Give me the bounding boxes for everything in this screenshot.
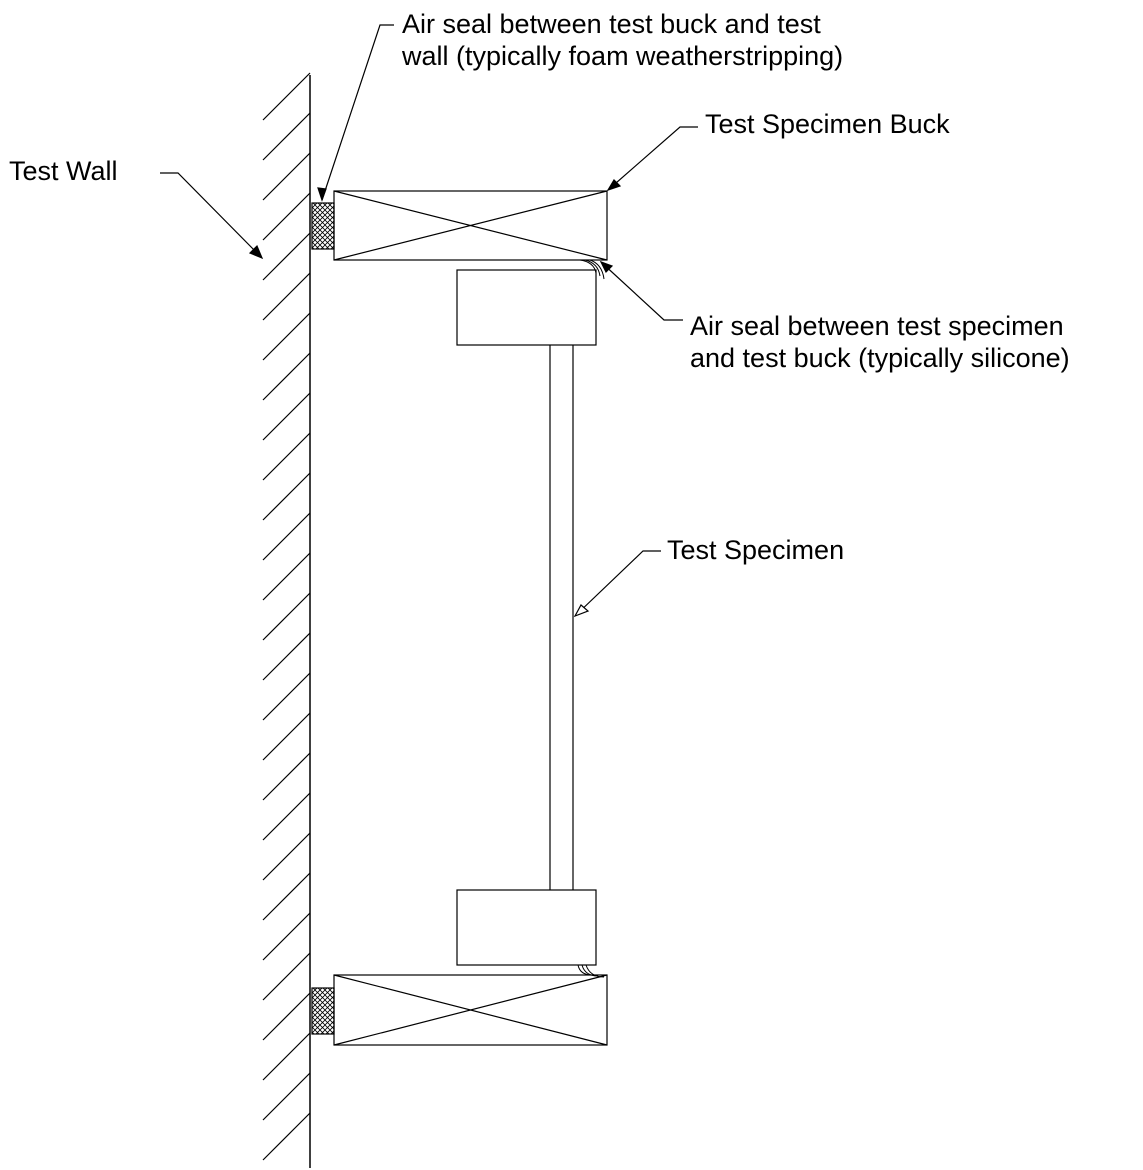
foam-seal-bottom — [311, 987, 335, 1035]
wall-hatch-line — [262, 1112, 311, 1161]
wall-hatch-line — [262, 552, 311, 601]
wall-hatch-line — [262, 872, 311, 921]
label-air-seal-specimen-buck: Air seal between test specimen and test … — [690, 310, 1070, 374]
foam-seal-top — [311, 202, 335, 250]
wall-hatch-line — [262, 672, 311, 721]
test-buck-bottom — [333, 974, 608, 1046]
wall-hatch-line — [262, 952, 311, 1001]
wall-hatch-line — [262, 1032, 311, 1081]
wall-hatch-line — [262, 792, 311, 841]
test-specimen-panel — [549, 345, 574, 890]
silicone-seal-top — [579, 259, 605, 280]
label-air-seal-specimen-buck-line1: Air seal between test specimen — [690, 311, 1064, 341]
label-air-seal-buck-wall-line1: Air seal between test buck and test — [402, 9, 821, 39]
test-wall-hatching — [262, 72, 311, 1161]
leader-buck — [606, 126, 698, 192]
test-buck-top — [333, 190, 608, 261]
leader-specimen — [573, 550, 661, 618]
label-test-specimen: Test Specimen — [667, 535, 845, 565]
wall-hatch-line — [262, 592, 311, 641]
leader-wall — [160, 172, 264, 260]
wall-hatch-line — [262, 432, 311, 481]
specimen-frame-top — [456, 269, 597, 346]
leader-seal-wall — [317, 24, 394, 202]
wall-hatch-line — [262, 392, 311, 441]
leader-seal-spec — [599, 260, 683, 321]
wall-hatch-line — [262, 192, 311, 241]
wall-hatch-line — [262, 992, 311, 1041]
label-test-wall: Test Wall — [9, 156, 118, 186]
label-test-specimen-buck: Test Specimen Buck — [705, 109, 950, 139]
wall-hatch-line — [262, 352, 311, 401]
wall-hatch-line — [262, 472, 311, 521]
label-air-seal-buck-wall-line2: wall (typically foam weatherstripping) — [402, 41, 844, 71]
wall-hatch-line — [262, 912, 311, 961]
wall-hatch-line — [262, 272, 311, 321]
wall-hatch-line — [262, 1072, 311, 1121]
wall-hatch-line — [262, 312, 311, 361]
silicone-seal-bottom — [577, 964, 605, 978]
wall-hatch-line — [262, 512, 311, 561]
wall-hatch-line — [262, 152, 311, 201]
label-air-seal-specimen-buck-line2: and test buck (typically silicone) — [690, 343, 1070, 373]
label-air-seal-buck-wall: Air seal between test buck and test wall… — [402, 8, 843, 72]
wall-hatch-line — [262, 752, 311, 801]
wall-hatch-line — [262, 112, 311, 161]
wall-hatch-line — [262, 72, 311, 121]
wall-hatch-line — [262, 712, 311, 761]
wall-hatch-line — [262, 832, 311, 881]
wall-hatch-line — [262, 632, 311, 681]
wall-hatch-line — [262, 232, 311, 281]
specimen-frame-bottom — [456, 889, 597, 966]
